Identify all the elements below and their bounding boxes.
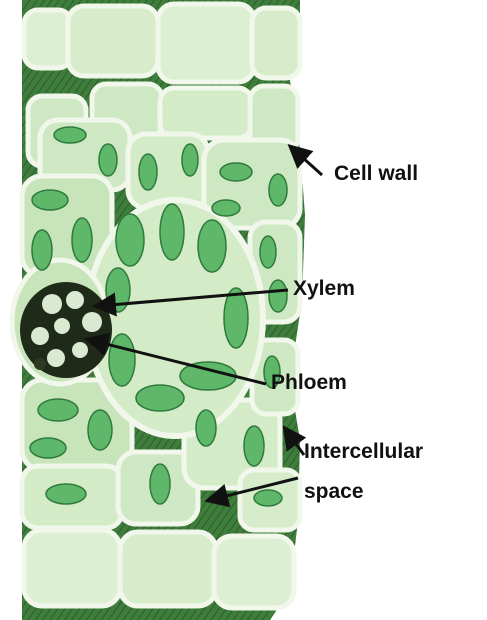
cell-wall-label: Cell wall	[334, 161, 418, 187]
phloem-label: Phloem	[271, 370, 347, 396]
intercellular-label-line2: space	[304, 479, 364, 505]
xylem-label: Xylem	[293, 276, 355, 302]
intercellular-label-line1: Intercellular	[304, 439, 423, 465]
lower-cells	[24, 530, 294, 608]
vascular-bundle	[20, 282, 112, 378]
